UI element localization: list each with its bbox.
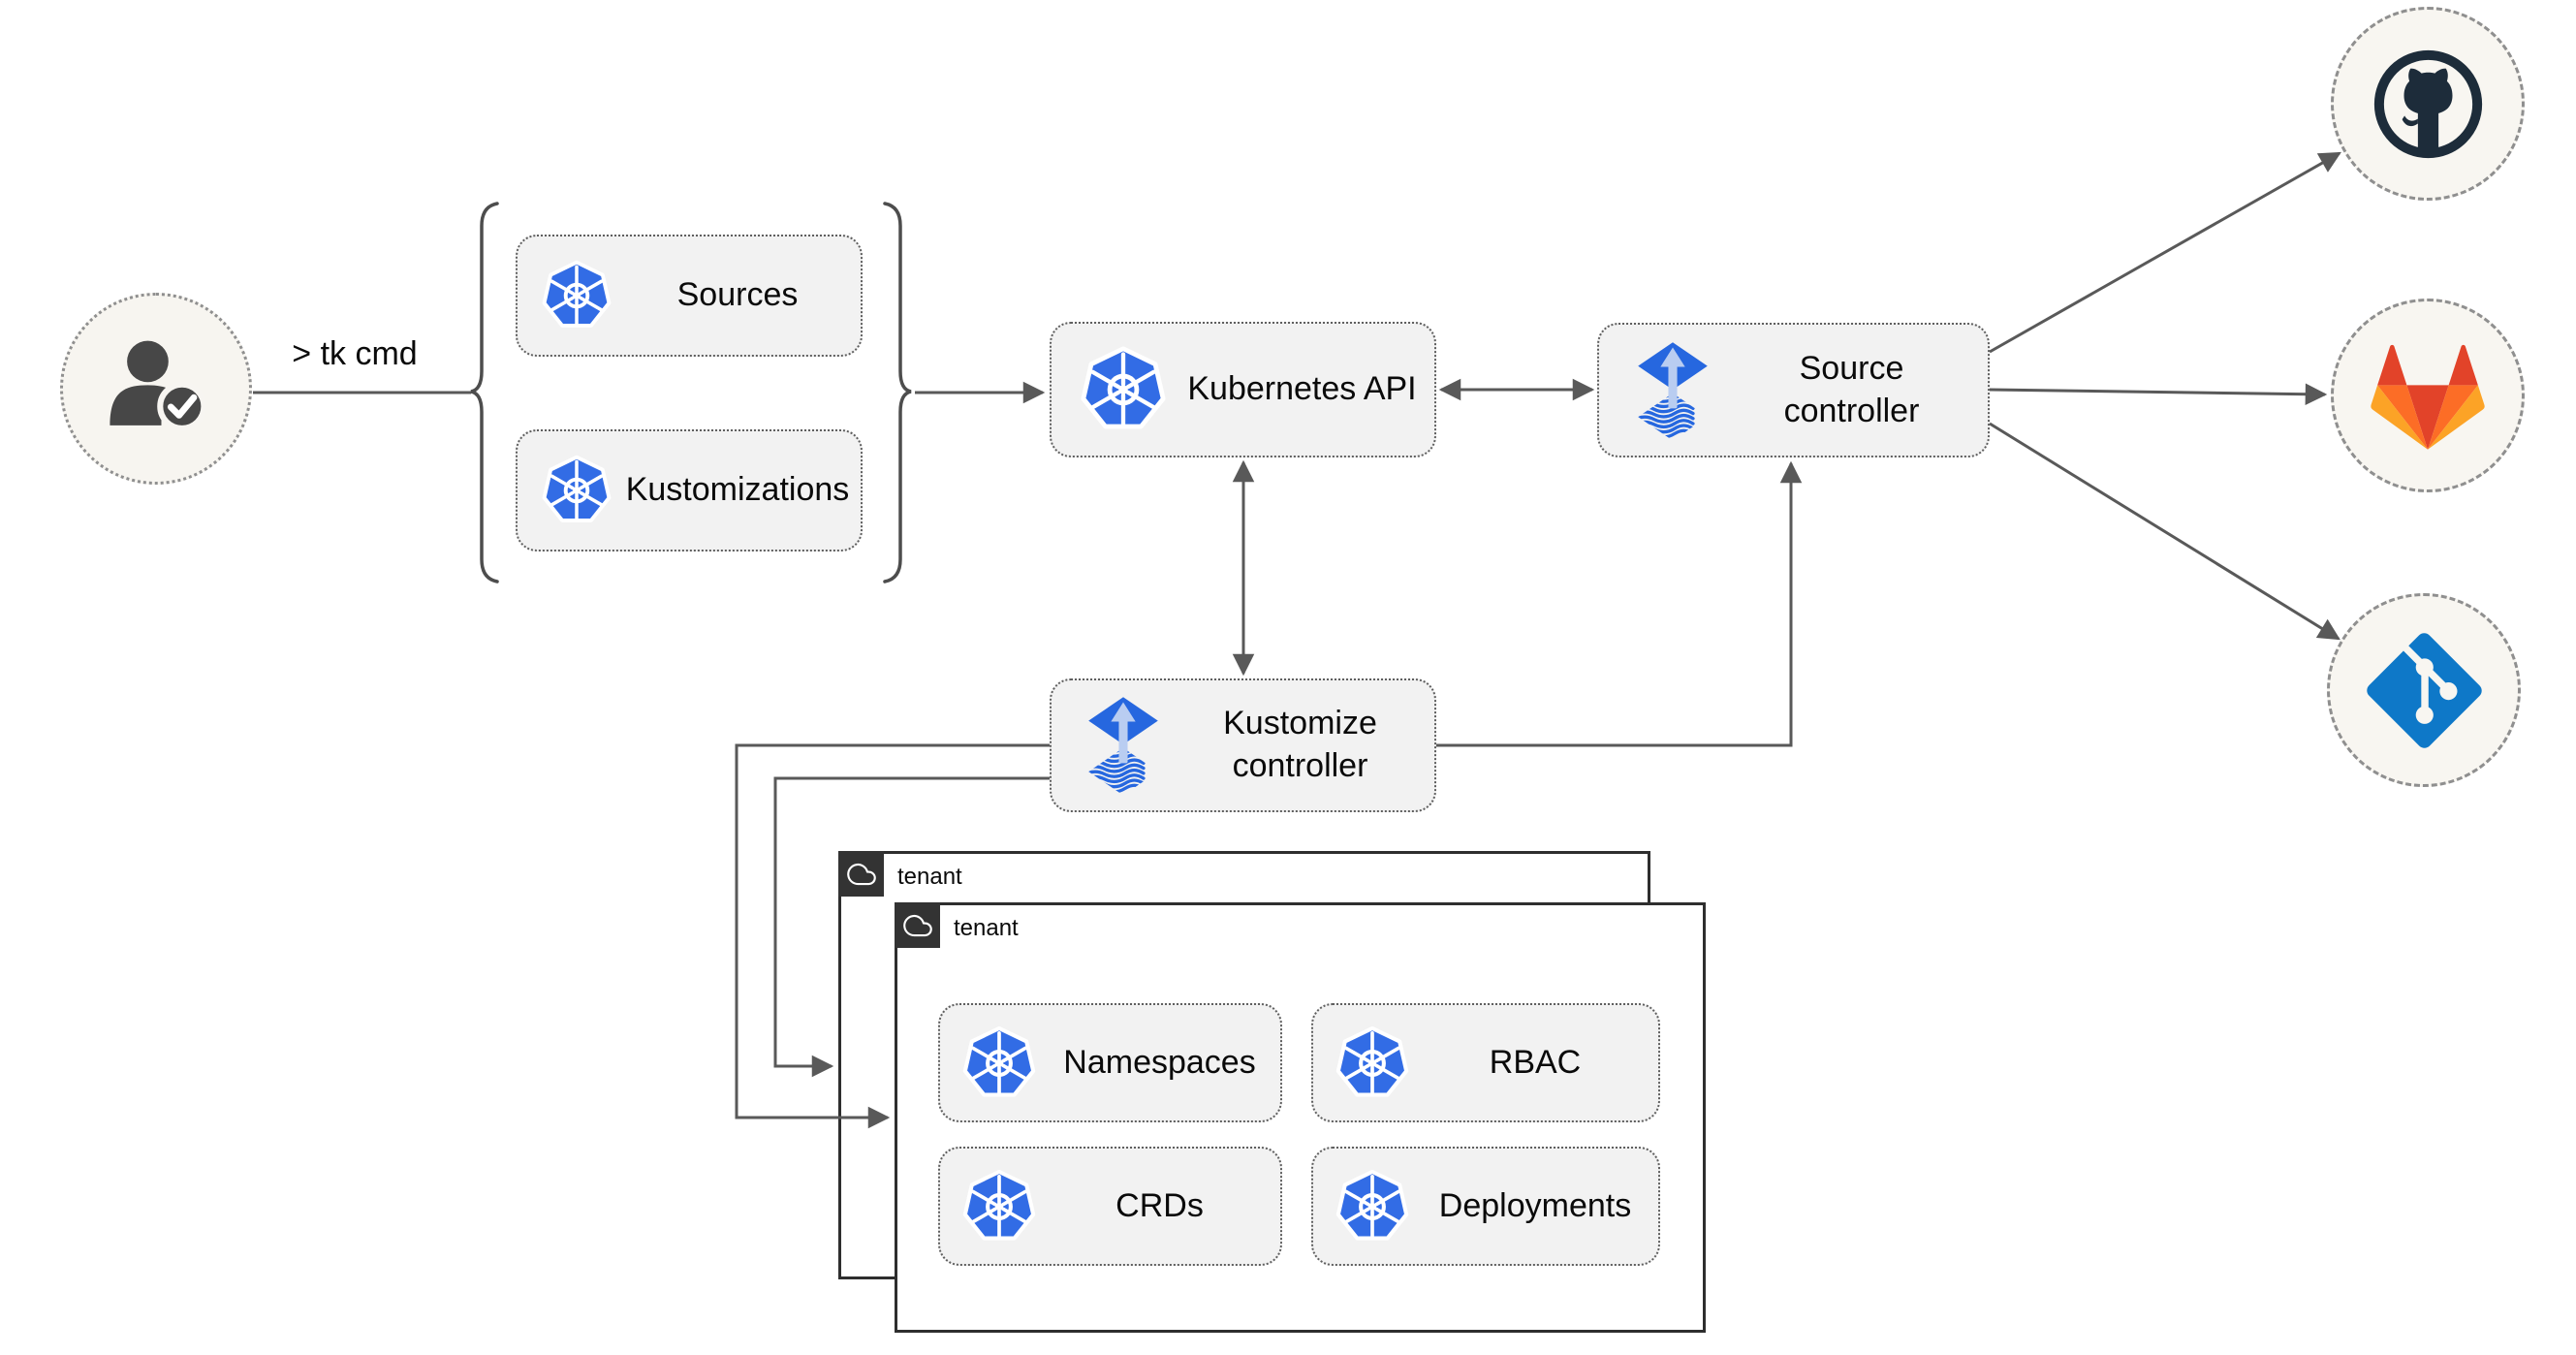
- rbac-label: RBAC: [1489, 1043, 1582, 1081]
- deployments-label: Deployments: [1438, 1186, 1632, 1224]
- user-check-icon: [97, 330, 215, 448]
- flux-controller-icon: [1081, 692, 1166, 799]
- git-icon: [2364, 630, 2485, 751]
- kubernetes-icon: [959, 1167, 1039, 1246]
- gitlab-icon: [2370, 341, 2486, 451]
- gitlab-node: [2331, 299, 2525, 492]
- namespaces-node: Namespaces: [938, 1003, 1282, 1122]
- kustomize-controller-node: Kustomize controller: [1050, 678, 1436, 812]
- cloud-icon: [838, 851, 884, 897]
- kustomize-controller-label: Kustomize controller: [1223, 705, 1377, 784]
- tenant-label: tenant: [897, 864, 962, 890]
- kustomizations-label: Kustomizations: [625, 471, 850, 509]
- crds-node: CRDs: [938, 1147, 1282, 1266]
- deployments-node: Deployments: [1311, 1147, 1660, 1266]
- kustomizations-node: Kustomizations: [516, 429, 863, 551]
- crds-label: CRDs: [1115, 1186, 1204, 1224]
- git-node: [2327, 593, 2521, 787]
- rbac-node: RBAC: [1311, 1003, 1660, 1122]
- namespaces-label: Namespaces: [1063, 1043, 1256, 1081]
- flux-controller-icon: [1630, 337, 1715, 444]
- kubernetes-api-label: Kubernetes API: [1187, 370, 1417, 408]
- source-controller-node: Source controller: [1597, 323, 1990, 457]
- tenant-box-front: tenant Namespaces RBAC CRDs Deployments: [895, 902, 1706, 1333]
- github-node: [2331, 7, 2525, 201]
- sources-node: Sources: [516, 235, 863, 357]
- kubernetes-icon: [1333, 1167, 1412, 1246]
- kubernetes-icon: [1077, 343, 1170, 436]
- arrow-source-to-git: [1989, 422, 2340, 641]
- kubernetes-api-node: Kubernetes API: [1050, 322, 1436, 457]
- sources-label: Sources: [676, 276, 799, 314]
- user-node: [60, 293, 252, 485]
- tk-cmd-label: > tk cmd: [292, 335, 418, 372]
- kubernetes-icon: [539, 453, 614, 528]
- kubernetes-icon: [959, 1024, 1039, 1103]
- kubernetes-icon: [539, 258, 614, 333]
- arrow-kustomize-to-source-controller: [1436, 460, 1803, 747]
- arrow-source-to-github: [1989, 151, 2341, 354]
- tenant-label: tenant: [954, 915, 1019, 941]
- brace-right: [883, 202, 912, 583]
- kubernetes-icon: [1333, 1024, 1412, 1103]
- source-controller-label: Source controller: [1783, 349, 1920, 429]
- arrow-source-to-gitlab: [1989, 383, 2328, 405]
- github-icon: [2368, 44, 2489, 165]
- cloud-icon: [895, 902, 940, 948]
- brace-left: [470, 202, 499, 583]
